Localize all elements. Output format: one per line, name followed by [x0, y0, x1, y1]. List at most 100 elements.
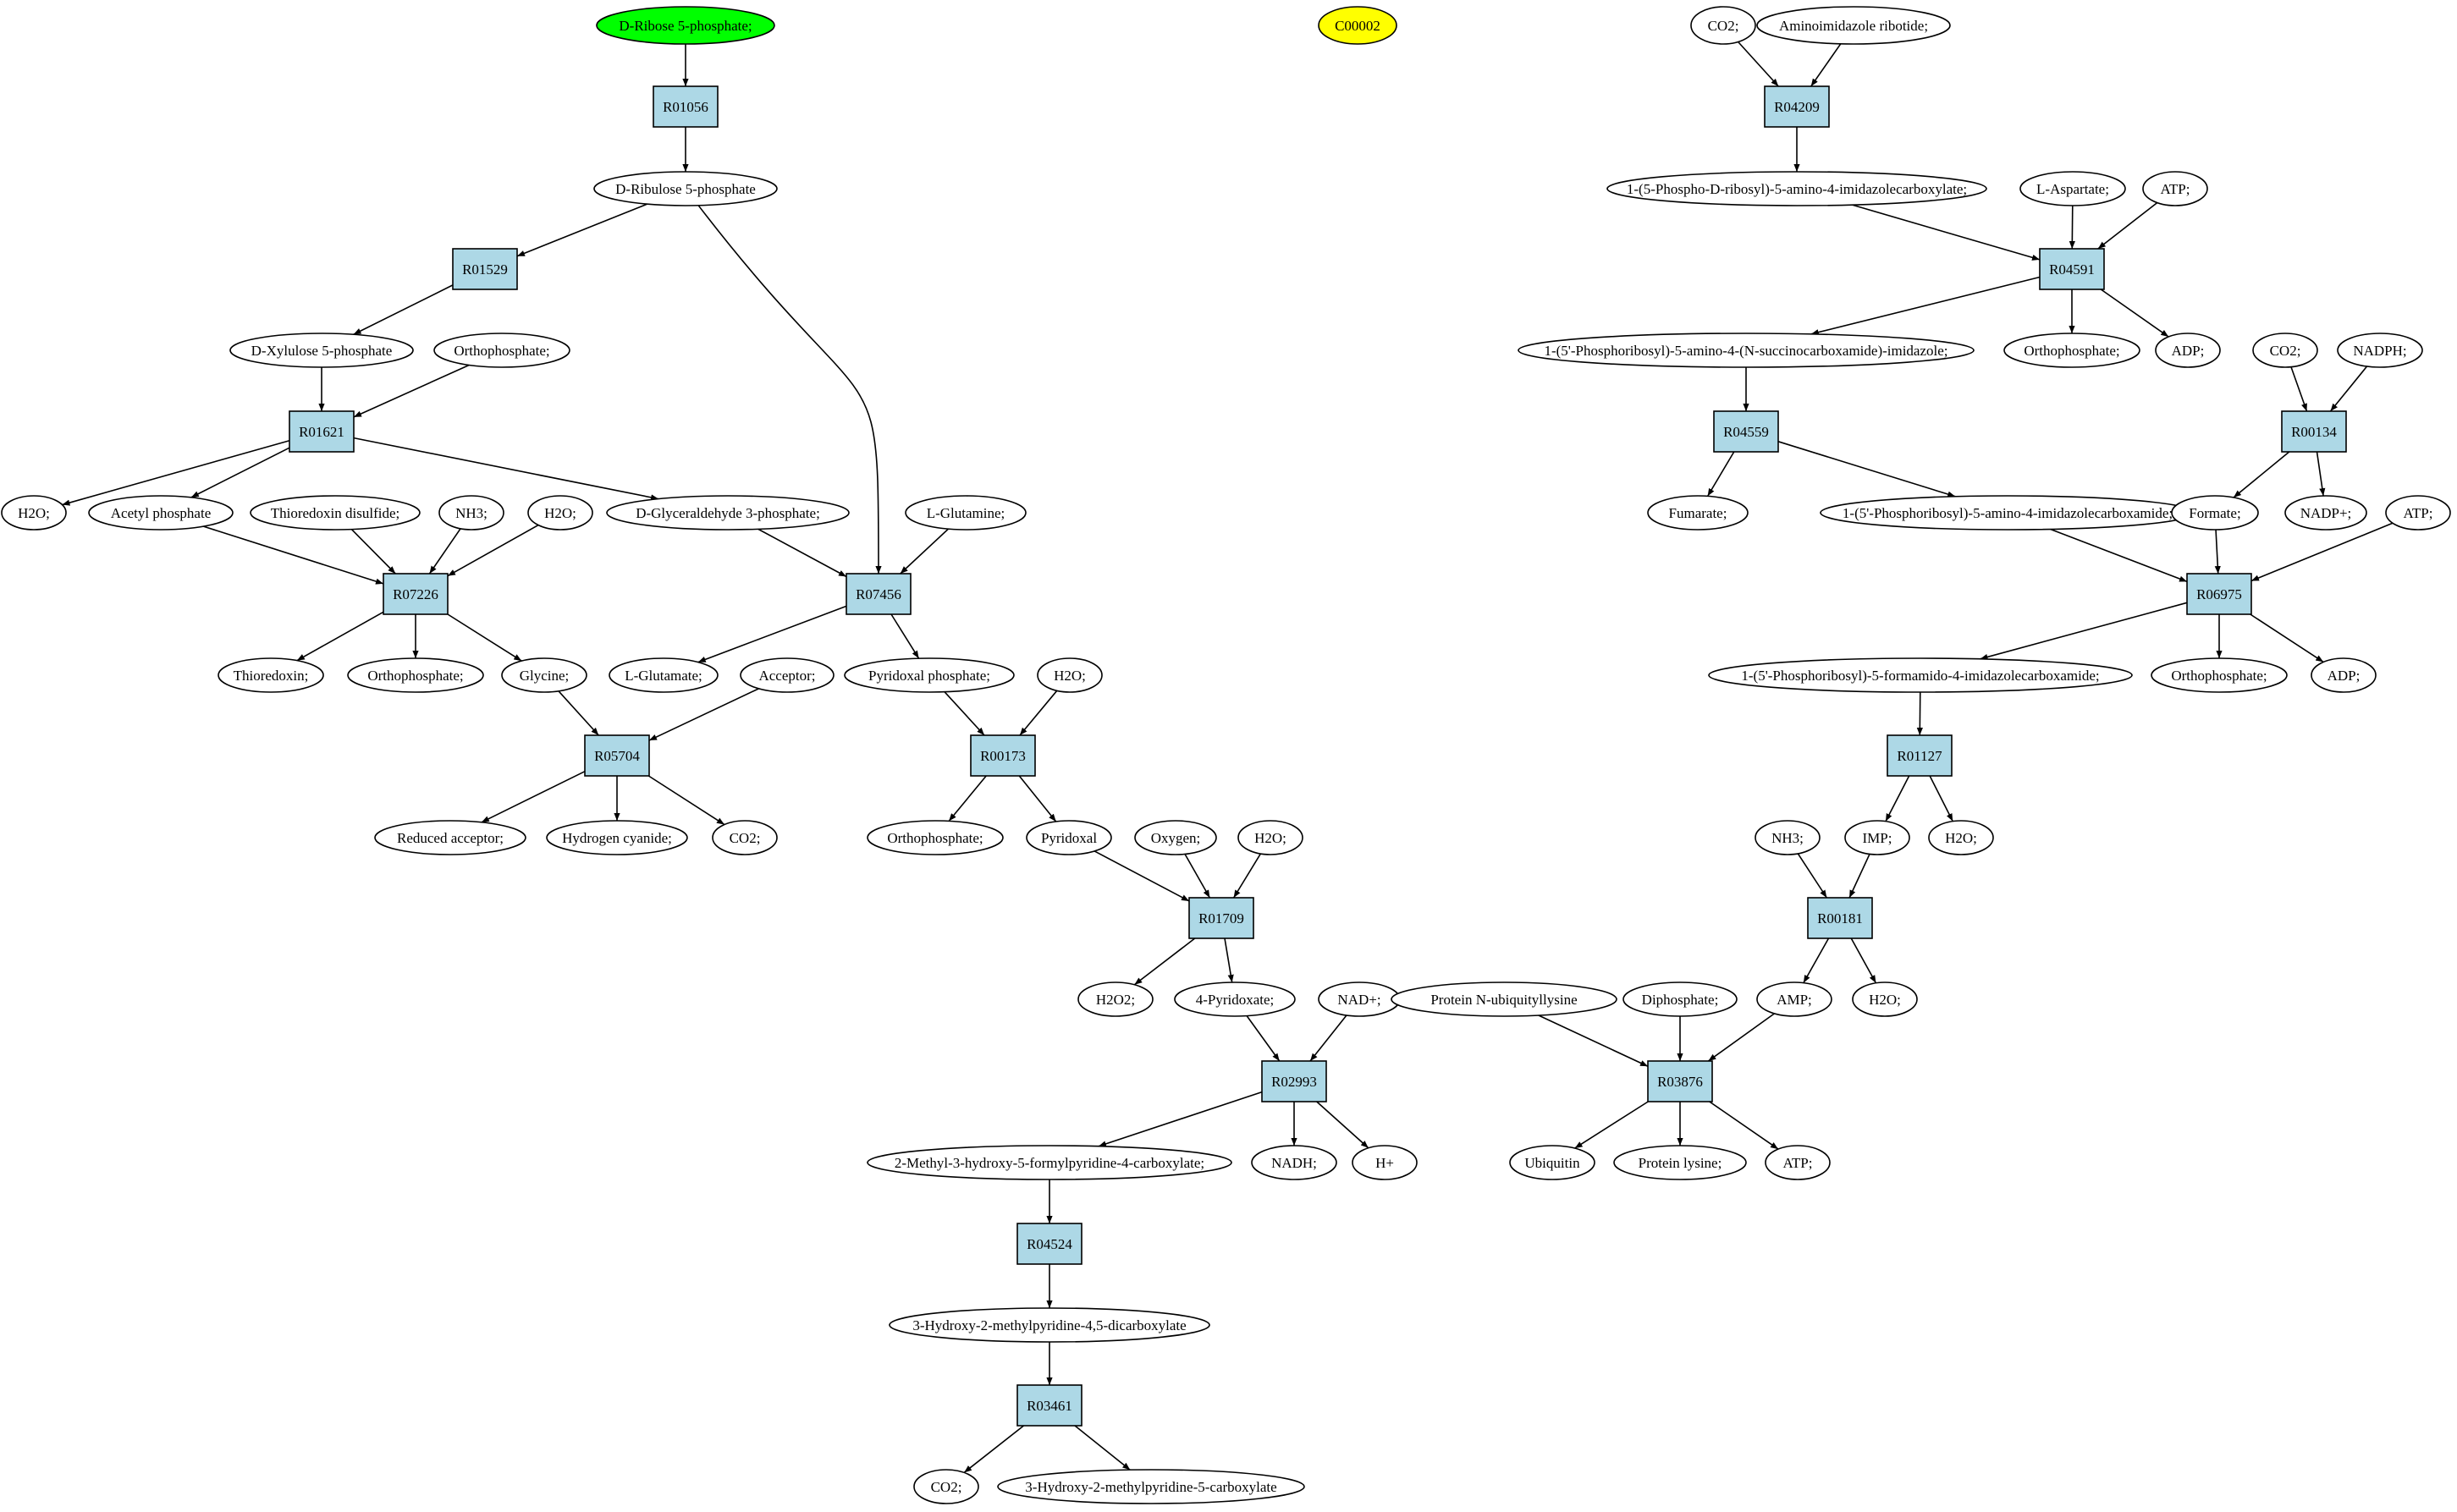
compound-node-orthophosphate[interactable]: Orthophosphate; [2151, 657, 2288, 693]
compound-node-h2o[interactable]: H2O; [1037, 657, 1103, 693]
compound-node-formate[interactable]: Formate; [2171, 495, 2259, 531]
compound-node-atp[interactable]: ATP; [1765, 1145, 1831, 1180]
reaction-node-r04559[interactable]: R04559 [1713, 410, 1779, 453]
compound-node-protein-lysine[interactable]: Protein lysine; [1613, 1145, 1747, 1180]
compound-node-c00002[interactable]: C00002 [1318, 6, 1397, 45]
reaction-node-r01529[interactable]: R01529 [452, 248, 518, 290]
edge-r01127-to-imp [1885, 775, 1910, 822]
node-label: L-Glutamine; [927, 505, 1005, 521]
compound-ellipse [889, 1307, 1210, 1343]
reaction-box [452, 248, 518, 290]
compound-node-co2[interactable]: CO2; [1690, 6, 1756, 45]
compound-node-nadp[interactable]: NADP+; [2284, 495, 2367, 531]
compound-node-orthophosphate[interactable]: Orthophosphate; [867, 820, 1004, 855]
reaction-node-r06975[interactable]: R06975 [2186, 573, 2252, 615]
reaction-node-r00173[interactable]: R00173 [970, 734, 1036, 777]
reaction-node-r01056[interactable]: R01056 [653, 85, 719, 128]
compound-node-atp[interactable]: ATP; [2142, 171, 2208, 206]
compound-node-nadph[interactable]: NADPH; [2337, 333, 2423, 368]
compound-node-reduced-acceptor[interactable]: Reduced acceptor; [374, 820, 526, 855]
compound-node-d-xylulose-5-phosphate[interactable]: D-Xylulose 5-phosphate [229, 333, 414, 368]
compound-node-fumarate[interactable]: Fumarate; [1647, 495, 1749, 531]
reaction-node-r07456[interactable]: R07456 [846, 573, 912, 615]
compound-node-thioredoxin[interactable]: Thioredoxin; [218, 657, 324, 693]
reaction-node-r00134[interactable]: R00134 [2281, 410, 2347, 453]
compound-node-nh3[interactable]: NH3; [1755, 820, 1821, 855]
compound-node-orthophosphate[interactable]: Orthophosphate; [433, 333, 570, 368]
compound-node-oxygen[interactable]: Oxygen; [1134, 820, 1217, 855]
compound-node-1-5-phospho-d-ribosyl-5-amino-4-imidazolecarboxylate[interactable]: 1-(5-Phospho-D-ribosyl)-5-amino-4-imidaz… [1606, 171, 1987, 206]
reaction-box [1016, 1384, 1083, 1427]
compound-node-acetyl-phosphate[interactable]: Acetyl phosphate [88, 495, 234, 531]
compound-ellipse [1765, 1145, 1831, 1180]
compound-node-co2[interactable]: CO2; [712, 820, 778, 855]
compound-node-d-ribose-5-phosphate[interactable]: D-Ribose 5-phosphate; [596, 6, 775, 45]
compound-node-pyridoxal-phosphate[interactable]: Pyridoxal phosphate; [844, 657, 1015, 693]
compound-node-imp[interactable]: IMP; [1844, 820, 1910, 855]
compound-node-co2[interactable]: CO2; [913, 1469, 979, 1504]
compound-node-1-5-phosphoribosyl-5-amino-4-imidazolecarboxamide[interactable]: 1-(5'-Phosphoribosyl)-5-amino-4-imidazol… [1820, 495, 2195, 531]
edge-r07456-to-plp [890, 613, 920, 659]
compound-node-h2o[interactable]: H2O; [1, 495, 67, 531]
compound-node-diphosphate[interactable]: Diphosphate; [1622, 981, 1738, 1017]
reaction-node-r00181[interactable]: R00181 [1807, 897, 1873, 939]
reaction-node-r04524[interactable]: R04524 [1016, 1223, 1083, 1265]
edge-4pa-to-r02993 [1246, 1015, 1281, 1062]
compound-node-4-pyridoxate[interactable]: 4-Pyridoxate; [1174, 981, 1296, 1017]
compound-node-2-methyl-3-hydroxy-5-formylpyridine-4-carboxylate[interactable]: 2-Methyl-3-hydroxy-5-formylpyridine-4-ca… [867, 1145, 1232, 1180]
compound-node-h2o[interactable]: H2O; [1237, 820, 1303, 855]
reaction-node-r04591[interactable]: R04591 [2039, 248, 2105, 290]
reaction-node-r07226[interactable]: R07226 [383, 573, 449, 615]
compound-node-l-glutamate[interactable]: L-Glutamate; [609, 657, 719, 693]
reaction-node-r01621[interactable]: R01621 [289, 410, 355, 453]
compound-node-hydrogen-cyanide[interactable]: Hydrogen cyanide; [546, 820, 688, 855]
compound-node-d-ribulose-5-phosphate[interactable]: D-Ribulose 5-phosphate [593, 171, 778, 206]
compound-node-adp[interactable]: ADP; [2155, 333, 2221, 368]
compound-node-1-5-phosphoribosyl-5-formamido-4-imidazolecarboxamide[interactable]: 1-(5'-Phosphoribosyl)-5-formamido-4-imid… [1708, 657, 2133, 693]
reaction-node-r02993[interactable]: R02993 [1261, 1060, 1327, 1102]
reaction-box [383, 573, 449, 615]
node-label: H+ [1375, 1155, 1394, 1171]
compound-ellipse [1708, 657, 2133, 693]
reaction-node-r01127[interactable]: R01127 [1887, 734, 1953, 777]
compound-node-l-glutamine[interactable]: L-Glutamine; [905, 495, 1027, 531]
compound-node-amp[interactable]: AMP; [1756, 981, 1832, 1017]
compound-node-h2o[interactable]: H2O; [527, 495, 593, 531]
edge-r01529-to-xu5p [353, 284, 454, 335]
node-label: Hydrogen cyanide; [562, 830, 672, 846]
compound-node-orthophosphate[interactable]: Orthophosphate; [2003, 333, 2140, 368]
compound-node-nad[interactable]: NAD+; [1318, 981, 1401, 1017]
reaction-node-r04209[interactable]: R04209 [1764, 85, 1830, 128]
reaction-node-r01709[interactable]: R01709 [1188, 897, 1254, 939]
compound-node-l-aspartate[interactable]: L-Aspartate; [2019, 171, 2126, 206]
node-label: NADP+; [2300, 505, 2352, 521]
compound-node-atp[interactable]: ATP; [2385, 495, 2451, 531]
compound-node-aminoimidazole-ribotide[interactable]: Aminoimidazole ribotide; [1756, 6, 1951, 45]
compound-node-pyridoxal[interactable]: Pyridoxal [1026, 820, 1112, 855]
compound-node-1-5-phosphoribosyl-5-amino-4-n-succinocarboxamide-imidazole[interactable]: 1-(5'-Phosphoribosyl)-5-amino-4-(N-succi… [1518, 333, 1975, 368]
compound-node-thioredoxin-disulfide[interactable]: Thioredoxin disulfide; [250, 495, 421, 531]
reaction-node-r03876[interactable]: R03876 [1647, 1060, 1713, 1102]
compound-node-h2o2[interactable]: H2O2; [1077, 981, 1154, 1017]
compound-node-co2[interactable]: CO2; [2252, 333, 2318, 368]
reaction-node-r03461[interactable]: R03461 [1016, 1384, 1083, 1427]
compound-node-orthophosphate[interactable]: Orthophosphate; [347, 657, 484, 693]
compound-node-glycine[interactable]: Glycine; [501, 657, 587, 693]
compound-ellipse [1690, 6, 1756, 45]
compound-node-h2o[interactable]: H2O; [1928, 820, 1994, 855]
reaction-box [2039, 248, 2105, 290]
compound-node-protein-n-ubiquityllysine[interactable]: Protein N-ubiquityllysine [1391, 981, 1617, 1017]
reaction-node-r05704[interactable]: R05704 [584, 734, 650, 777]
compound-node-3-hydroxy-2-methylpyridine-4-5-dicarboxylate[interactable]: 3-Hydroxy-2-methylpyridine-4,5-dicarboxy… [889, 1307, 1210, 1343]
compound-node-nh3[interactable]: NH3; [438, 495, 504, 531]
compound-node-adp[interactable]: ADP; [2311, 657, 2377, 693]
compound-node-nadh[interactable]: NADH; [1251, 1145, 1337, 1180]
node-label: R00134 [2291, 424, 2337, 440]
compound-node-3-hydroxy-2-methylpyridine-5-carboxylate[interactable]: 3-Hydroxy-2-methylpyridine-5-carboxylate [997, 1469, 1305, 1504]
compound-node-h[interactable]: H+ [1352, 1145, 1418, 1180]
compound-node-d-glyceraldehyde-3-phosphate[interactable]: D-Glyceraldehyde 3-phosphate; [606, 495, 850, 531]
edge-atp2-to-r06975 [2250, 522, 2394, 582]
compound-node-h2o[interactable]: H2O; [1852, 981, 1918, 1017]
compound-node-ubiquitin[interactable]: Ubiquitin [1509, 1145, 1595, 1180]
compound-node-acceptor[interactable]: Acceptor; [740, 657, 835, 693]
